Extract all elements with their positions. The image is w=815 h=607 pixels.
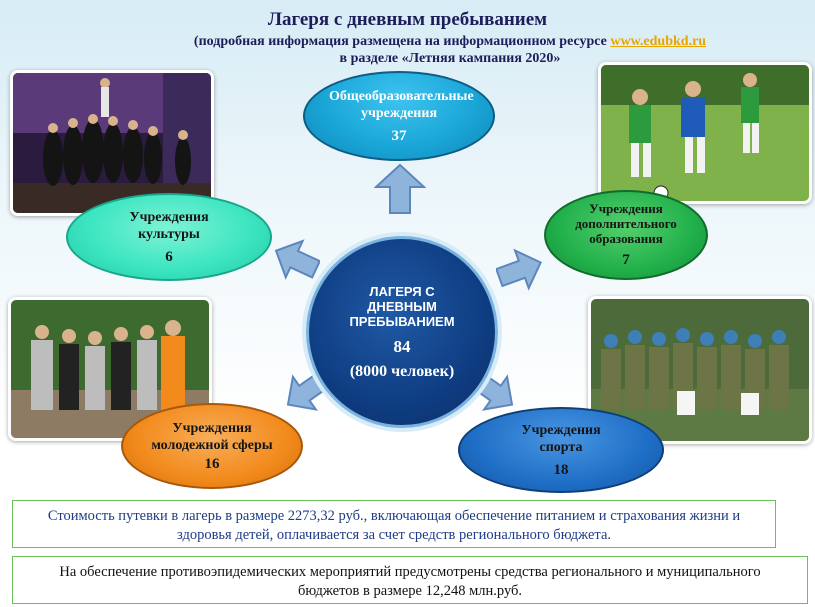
center-node: ЛАГЕРЯ С ДНЕВНЫМ ПРЕБЫВАНИЕМ 84 (8000 че… [306, 236, 498, 428]
node-additional-count: 7 [622, 252, 630, 268]
subtitle-link[interactable]: www.edubkd.ru [610, 34, 707, 49]
page-title: Лагеря с дневным пребыванием [267, 9, 548, 30]
node-additional-label: Учреждения дополнительного образования [575, 201, 677, 246]
node-additional: Учреждения дополнительного образования 7 [544, 190, 708, 280]
node-sport: Учреждения спорта 18 [458, 407, 664, 493]
page-subtitle: (подробная информация размещена на инфор… [150, 33, 750, 67]
arrow-up [374, 163, 426, 214]
subtitle-prefix: (подробная информация размещена на инфор… [193, 34, 611, 49]
node-youth-count: 16 [204, 455, 220, 472]
subtitle-suffix: в разделе «Летняя кампания 2020» [339, 51, 561, 66]
photo-football [598, 62, 812, 204]
note-cost-text: Стоимость путевки в лагерь в размере 227… [47, 508, 741, 543]
center-label: ЛАГЕРЯ С ДНЕВНЫМ ПРЕБЫВАНИЕМ [349, 283, 455, 329]
node-education-label: Общеобразовательные учреждения [329, 88, 474, 121]
node-education: Общеобразовательные учреждения 37 [303, 71, 495, 161]
note-cost: Стоимость путевки в лагерь в размере 227… [12, 500, 776, 548]
node-culture: Учреждения культуры 6 [66, 193, 272, 281]
node-culture-count: 6 [165, 248, 173, 265]
node-youth: Учреждения молодежной сферы 16 [121, 403, 303, 489]
node-youth-label: Учреждения молодежной сферы [151, 420, 273, 453]
arrow-right [496, 248, 543, 291]
note-funding-text: На обеспечение противоэпидемических меро… [59, 564, 761, 599]
center-people: (8000 человек) [349, 362, 455, 380]
center-count: 84 [393, 336, 411, 356]
node-sport-label: Учреждения спорта [521, 422, 601, 455]
node-education-count: 37 [391, 127, 407, 144]
note-funding: На обеспечение противоэпидемических меро… [12, 556, 808, 604]
arrow-left [274, 239, 320, 280]
photo-stage-performance [10, 70, 214, 216]
node-culture-label: Учреждения культуры [129, 209, 209, 242]
node-sport-count: 18 [553, 461, 569, 478]
